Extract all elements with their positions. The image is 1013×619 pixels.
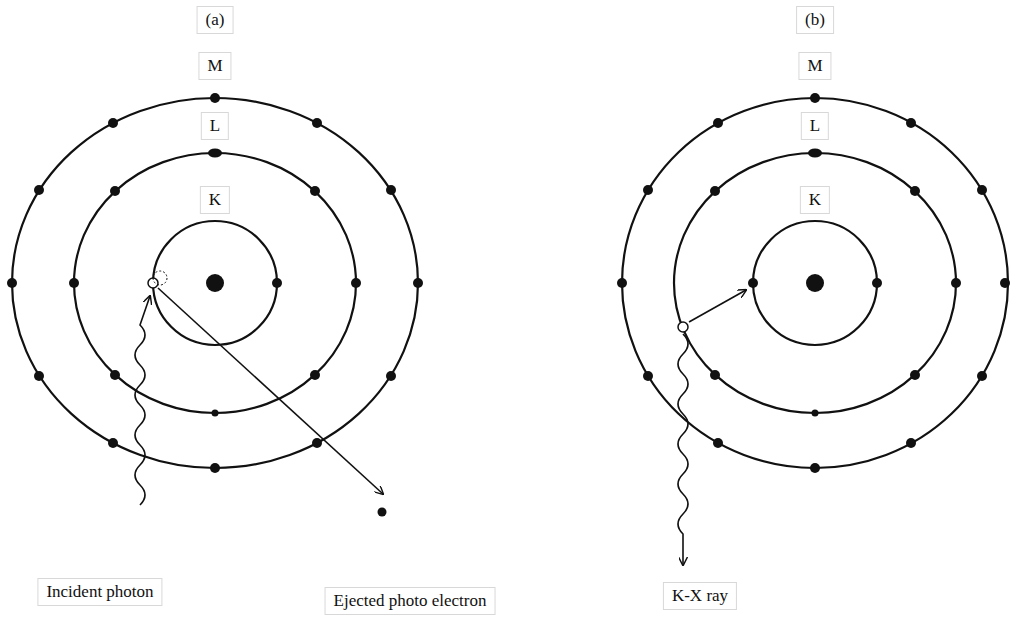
electron: [212, 410, 219, 417]
electron: [108, 438, 118, 448]
electron: [69, 278, 79, 288]
electron: [713, 438, 723, 448]
electron: [812, 410, 819, 417]
electron: [108, 118, 118, 128]
electron: [1000, 278, 1010, 288]
electron: [34, 185, 44, 195]
photon-label: Incident photon: [37, 578, 162, 606]
k-shell: [753, 221, 877, 345]
m-shell: [622, 98, 1008, 468]
electron: [208, 149, 222, 158]
electron: [413, 278, 423, 288]
transition-arrow: [689, 290, 746, 322]
electron: [386, 185, 396, 195]
vacancy-halo: [153, 271, 167, 285]
electron: [713, 118, 723, 128]
electron: [110, 370, 120, 380]
electron: [906, 118, 916, 128]
electron: [351, 278, 361, 288]
shell-name: M: [198, 52, 231, 80]
l-shell: [74, 153, 356, 413]
vacancy: [678, 322, 688, 332]
electron: [808, 149, 822, 158]
ejected-electron: [378, 508, 387, 517]
m-shell: [12, 98, 418, 468]
panel-letter: (a): [197, 6, 234, 34]
electron: [710, 370, 720, 380]
electrons-a: [7, 93, 423, 473]
shell-name: M: [798, 52, 831, 80]
electron: [312, 118, 322, 128]
electron: [272, 278, 282, 288]
x-ray-label: K-X ray: [663, 582, 737, 610]
electron: [210, 463, 220, 473]
electron: [312, 438, 322, 448]
electron: [643, 371, 653, 381]
electron: [748, 278, 758, 288]
electron: [7, 278, 17, 288]
electron: [710, 186, 720, 196]
shell-name: L: [201, 112, 229, 140]
electron: [110, 186, 120, 196]
atom-b: [622, 98, 1008, 468]
electron-label: Ejected photo electron: [325, 587, 496, 615]
electron: [310, 186, 320, 196]
k-x-ray-wave: [678, 334, 688, 565]
shell-name: L: [801, 112, 829, 140]
electron: [310, 370, 320, 380]
electron: [643, 185, 653, 195]
nucleus: [806, 274, 824, 292]
photoelectron-arrow: [158, 288, 383, 494]
electron: [951, 278, 961, 288]
electron: [910, 370, 920, 380]
incident-photon-wave: [135, 296, 150, 505]
k-shell: [153, 221, 277, 345]
electron: [617, 278, 627, 288]
electron: [872, 278, 882, 288]
electron: [977, 371, 987, 381]
electron: [210, 93, 220, 103]
electron: [810, 463, 820, 473]
electrons-b: [617, 93, 1010, 473]
electron: [34, 371, 44, 381]
electron: [910, 186, 920, 196]
electron: [906, 438, 916, 448]
electron: [977, 185, 987, 195]
electron: [810, 93, 820, 103]
nucleus: [206, 274, 224, 292]
l-shell: [674, 153, 956, 413]
panel-letter: (b): [796, 6, 834, 34]
shell-name: K: [800, 186, 830, 214]
electron: [386, 371, 396, 381]
shell-name: K: [200, 186, 230, 214]
atom-a: [12, 98, 418, 468]
